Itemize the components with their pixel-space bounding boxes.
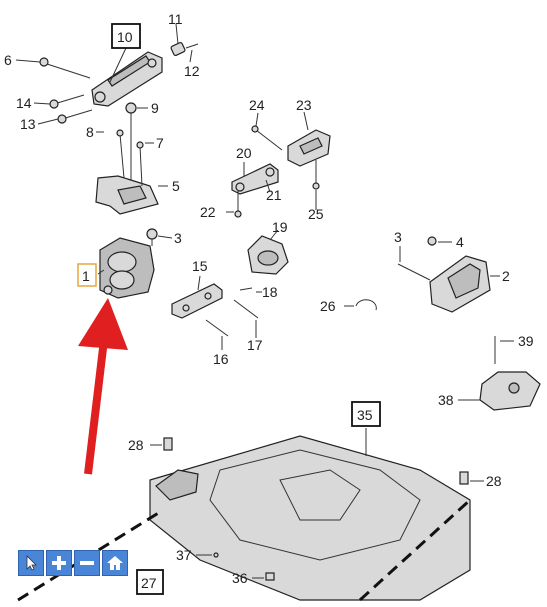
callout-3-right[interactable]: 3 (394, 229, 402, 245)
callout-20[interactable]: 20 (236, 145, 252, 161)
bracket-23[interactable] (287, 129, 331, 167)
bolt-24[interactable] (251, 125, 283, 151)
zoom-in-button[interactable] (46, 550, 72, 576)
bolt-25[interactable] (312, 160, 320, 190)
bolt-17[interactable] (233, 299, 259, 319)
bolt-7[interactable] (136, 141, 144, 187)
bolt-13[interactable] (57, 109, 93, 124)
bolt-9[interactable] (125, 102, 137, 180)
underbody-shield-35[interactable] (149, 435, 471, 601)
engine-mount-bracket-top[interactable] (91, 51, 163, 107)
zoom-toolbar (18, 550, 128, 576)
pointer-button[interactable] (18, 550, 44, 576)
red-pointer-arrow (78, 298, 128, 475)
callout-9[interactable]: 9 (151, 100, 159, 116)
callout-10[interactable]: 10 (117, 29, 133, 45)
callout-15[interactable]: 15 (192, 258, 208, 274)
callout-28-right[interactable]: 28 (486, 473, 502, 489)
callout-16[interactable]: 16 (213, 351, 229, 367)
callout-36[interactable]: 36 (232, 570, 248, 586)
callout-7[interactable]: 7 (156, 135, 164, 151)
callout-8[interactable]: 8 (86, 124, 94, 140)
callout-14[interactable]: 14 (16, 95, 32, 111)
callout-23[interactable]: 23 (296, 97, 312, 113)
bolt-14[interactable] (49, 94, 85, 109)
leader-lines (15, 23, 514, 579)
callout-1[interactable]: 1 (82, 268, 90, 284)
home-icon (107, 556, 123, 570)
bolt-6[interactable] (39, 57, 91, 79)
clip-36[interactable] (265, 572, 275, 581)
nut-3-left[interactable] (146, 228, 158, 246)
callout-17[interactable]: 17 (247, 337, 263, 353)
callout-3-left[interactable]: 3 (174, 230, 182, 246)
bolt-3-right[interactable] (397, 263, 431, 281)
nut-4[interactable] (427, 236, 437, 246)
bolt-16[interactable] (205, 319, 229, 337)
callout-21[interactable]: 21 (266, 187, 282, 203)
dashed-frame-right (358, 498, 472, 602)
callout-5[interactable]: 5 (172, 178, 180, 194)
callout-box-10 (111, 23, 141, 49)
callout-box-35 (351, 401, 381, 427)
callout-24[interactable]: 24 (249, 97, 265, 113)
transmission-mount-2[interactable] (429, 255, 491, 313)
callout-box-27 (136, 569, 164, 595)
bolt-18[interactable] (239, 287, 253, 291)
bracket-5[interactable] (95, 175, 159, 215)
clip-26[interactable] (355, 299, 377, 311)
callout-12[interactable]: 12 (184, 63, 200, 79)
zoom-out-button[interactable] (74, 550, 100, 576)
pin-12[interactable] (185, 43, 199, 49)
callout-11[interactable]: 11 (168, 11, 183, 27)
callout-4[interactable]: 4 (456, 234, 464, 250)
engine-mount-1[interactable] (99, 237, 155, 299)
callout-37[interactable]: 37 (176, 547, 192, 563)
zoom-out-icon (80, 561, 94, 565)
bolt-8[interactable] (116, 129, 125, 179)
fastener-37[interactable] (213, 552, 219, 558)
home-button[interactable] (102, 550, 128, 576)
bracket-15[interactable] (171, 283, 223, 319)
callout-2[interactable]: 2 (502, 268, 510, 284)
callout-highlight-1 (77, 263, 97, 287)
pointer-icon (26, 555, 37, 571)
callout-26[interactable]: 26 (320, 298, 336, 314)
bolt-28-right[interactable] (459, 471, 469, 485)
bolt-28-left[interactable] (163, 437, 173, 451)
callout-19[interactable]: 19 (272, 219, 288, 235)
callout-39[interactable]: 39 (518, 333, 534, 349)
zoom-in-icon (52, 556, 66, 570)
callout-13[interactable]: 13 (20, 116, 36, 132)
callout-27[interactable]: 27 (141, 575, 157, 591)
callout-6[interactable]: 6 (4, 52, 12, 68)
bolt-22[interactable] (234, 190, 242, 218)
callout-25[interactable]: 25 (308, 206, 324, 222)
mount-19[interactable] (247, 235, 289, 275)
sleeve-11[interactable] (170, 41, 186, 57)
callout-38[interactable]: 38 (438, 392, 454, 408)
callout-22[interactable]: 22 (200, 204, 216, 220)
bracket-38[interactable] (479, 371, 541, 411)
callout-35[interactable]: 35 (357, 407, 373, 423)
torque-rod-20[interactable] (231, 163, 279, 195)
callout-18[interactable]: 18 (262, 284, 278, 300)
callout-28-left[interactable]: 28 (128, 437, 144, 453)
